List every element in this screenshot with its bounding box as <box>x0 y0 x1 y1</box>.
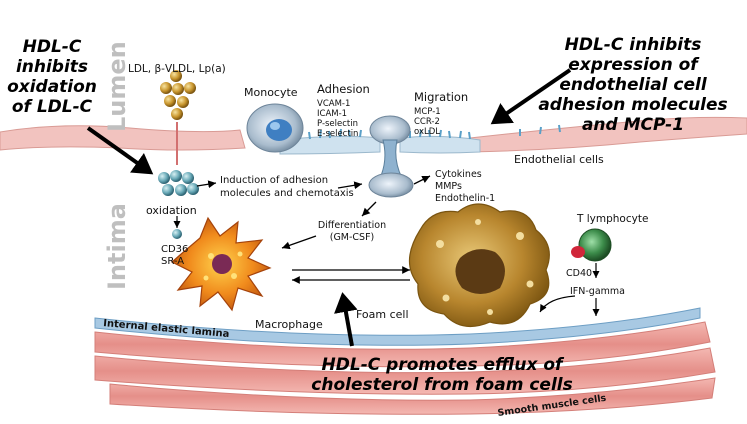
ifn-gamma-label: IFN-gamma <box>570 286 625 297</box>
svg-text:oxidation: oxidation <box>7 77 97 97</box>
svg-text:endothelial cell: endothelial cell <box>559 75 708 95</box>
svg-text:VCAM-1: VCAM-1 <box>317 99 350 109</box>
svg-text:E-selectin: E-selectin <box>317 129 358 139</box>
svg-text:and MCP-1: and MCP-1 <box>582 115 684 135</box>
svg-text:Cytokines: Cytokines <box>435 169 482 180</box>
svg-text:CD36: CD36 <box>161 244 188 255</box>
svg-text:adhesion molecules: adhesion molecules <box>538 95 727 115</box>
svg-text:SR-A: SR-A <box>161 256 184 267</box>
svg-text:Adhesion: Adhesion <box>317 82 370 96</box>
foam-cell <box>408 203 550 328</box>
migration-list: Migration MCP-1 CCR-2 oxLDL <box>414 90 468 137</box>
ldl-particles <box>160 70 196 165</box>
svg-text:CCR-2: CCR-2 <box>414 117 440 127</box>
foam-cell-label: Foam cell <box>356 308 409 321</box>
artery-wall <box>94 307 716 415</box>
intima-label: Intima <box>103 203 131 290</box>
svg-text:Differentiation: Differentiation <box>318 220 386 231</box>
svg-text:P-selectin: P-selectin <box>317 119 358 129</box>
svg-text:expression of: expression of <box>568 55 700 75</box>
process-arrows <box>196 175 431 284</box>
svg-text:HDL-C: HDL-C <box>23 37 82 57</box>
oxidation-label: oxidation <box>146 204 197 217</box>
svg-text:MCP-1: MCP-1 <box>414 107 441 117</box>
svg-text:HDL-C promotes efflux of: HDL-C promotes efflux of <box>322 355 565 375</box>
svg-text:ICAM-1: ICAM-1 <box>317 109 347 119</box>
t-lymphocyte-cell <box>539 228 612 316</box>
lumen-label: Lumen <box>103 41 131 132</box>
annotation-ldl-oxidation: HDL-C inhibits oxidation of LDL-C <box>7 37 97 117</box>
annotation-efflux: HDL-C promotes efflux of cholesterol fro… <box>311 355 572 395</box>
ldl-label: LDL, β-VLDL, Lp(a) <box>128 63 226 75</box>
svg-text:of LDL-C: of LDL-C <box>12 97 93 117</box>
monocyte-cell <box>246 103 304 153</box>
differentiation-label: Differentiation (GM-CSF) <box>318 220 386 243</box>
adhesion-list: Adhesion VCAM-1 ICAM-1 P-selectin E-sele… <box>317 82 370 139</box>
svg-text:inhibits: inhibits <box>16 57 88 77</box>
svg-text:molecules and chemotaxis: molecules and chemotaxis <box>220 188 354 199</box>
svg-text:MMPs: MMPs <box>435 181 462 192</box>
svg-text:cholesterol from foam cells: cholesterol from foam cells <box>311 375 572 395</box>
annotation-adhesion-molecules: HDL-C inhibits expression of endothelial… <box>538 35 727 135</box>
svg-text:(GM-CSF): (GM-CSF) <box>330 232 375 243</box>
hdl-effect-arrows <box>86 68 572 347</box>
svg-text:oxLDL: oxLDL <box>414 127 440 137</box>
t-lymphocyte-label: T lymphocyte <box>576 213 648 225</box>
svg-text:HDL-C inhibits: HDL-C inhibits <box>565 35 702 55</box>
endothelium <box>0 115 747 198</box>
oxidized-ldl-particles <box>158 170 199 239</box>
monocyte-label: Monocyte <box>244 86 298 99</box>
induction-label: Induction of adhesion molecules and chem… <box>220 175 354 199</box>
endothelial-cells-label: Endothelial cells <box>514 153 604 166</box>
cytokines-list: Cytokines MMPs Endothelin-1 <box>435 169 495 204</box>
svg-text:Endothelin-1: Endothelin-1 <box>435 193 495 204</box>
svg-text:Migration: Migration <box>414 90 468 104</box>
cd36-label: CD36 SR-A <box>161 244 188 267</box>
macrophage-cell <box>170 216 272 312</box>
cd40-label: CD40 <box>566 268 592 279</box>
svg-text:Induction of adhesion: Induction of adhesion <box>220 175 328 186</box>
macrophage-label: Macrophage <box>255 318 323 331</box>
